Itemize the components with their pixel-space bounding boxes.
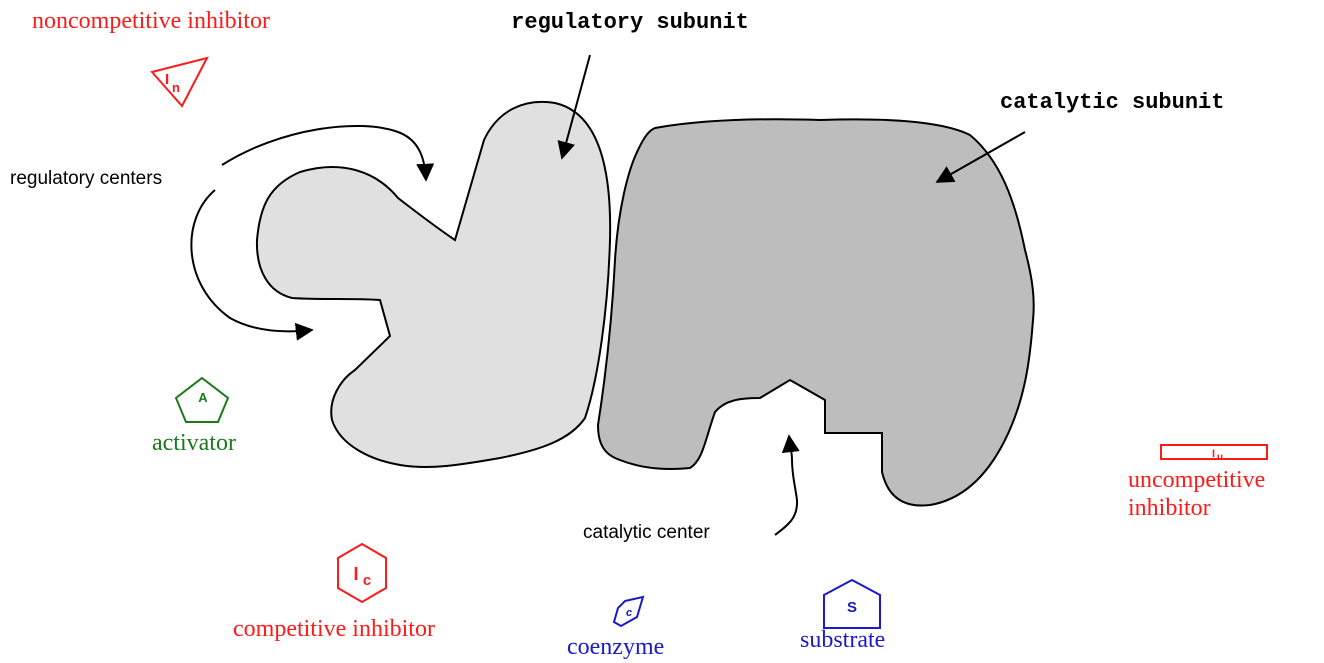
- activator-label: activator: [152, 430, 236, 456]
- activator-symbol: A: [174, 376, 230, 423]
- substrate-symbol: S: [823, 578, 881, 629]
- competitive-inhibitor-symbol: I c: [337, 542, 387, 604]
- uncompetitive-inhibitor-label-line2: inhibitor: [1128, 495, 1211, 521]
- uncompetitive-inhibitor-symbol: I u: [1160, 444, 1268, 463]
- coenzyme-symbol: c: [612, 595, 645, 628]
- catalytic-subunit-label: catalytic subunit: [1000, 90, 1224, 115]
- svg-text:I: I: [353, 564, 358, 584]
- svg-text:I: I: [1212, 448, 1215, 460]
- noncompetitive-inhibitor-symbol: I n: [150, 56, 209, 108]
- arrow-catalytic-center: [774, 434, 800, 536]
- catalytic-subunit-shape: [596, 118, 1035, 507]
- noncompetitive-inhibitor-label: noncompetitive inhibitor: [32, 8, 270, 34]
- arrow-regulatory-center-top: [221, 124, 435, 182]
- svg-text:n: n: [172, 80, 180, 95]
- regulatory-centers-label: regulatory centers: [10, 168, 162, 189]
- svg-text:S: S: [847, 599, 857, 616]
- arrow-regulatory-center-bottom: [190, 189, 314, 341]
- svg-text:I: I: [165, 71, 169, 88]
- uncompetitive-inhibitor-label-line1: uncompetitive: [1128, 467, 1265, 493]
- competitive-inhibitor-label: competitive inhibitor: [233, 616, 435, 642]
- svg-text:u: u: [1217, 452, 1223, 463]
- svg-text:c: c: [363, 572, 371, 589]
- catalytic-center-label: catalytic center: [583, 522, 710, 543]
- regulatory-subunit-label: regulatory subunit: [511, 10, 749, 35]
- regulatory-subunit-shape: [255, 101, 612, 469]
- arrow-regulatory-subunit: [557, 54, 591, 160]
- substrate-label: substrate: [800, 627, 885, 653]
- svg-text:A: A: [198, 390, 208, 405]
- arrow-catalytic-subunit: [935, 131, 1026, 183]
- coenzyme-label: coenzyme: [567, 634, 664, 660]
- svg-text:c: c: [626, 607, 632, 619]
